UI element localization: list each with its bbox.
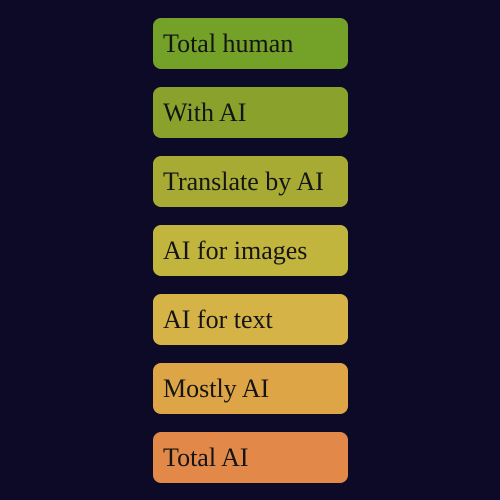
option-label: Total AI: [163, 442, 249, 472]
option-translate-by-ai[interactable]: Translate by AI: [153, 156, 348, 207]
option-with-ai[interactable]: With AI: [153, 87, 348, 138]
option-total-ai[interactable]: Total AI: [153, 432, 348, 483]
option-total-human[interactable]: Total human: [153, 18, 348, 69]
option-label: AI for text: [163, 304, 273, 334]
option-label: With AI: [163, 97, 247, 127]
ai-usage-option-list: Total human With AI Translate by AI AI f…: [153, 18, 348, 483]
option-ai-for-images[interactable]: AI for images: [153, 225, 348, 276]
option-label: Translate by AI: [163, 166, 324, 196]
option-label: Total human: [163, 28, 294, 58]
option-ai-for-text[interactable]: AI for text: [153, 294, 348, 345]
option-mostly-ai[interactable]: Mostly AI: [153, 363, 348, 414]
option-label: AI for images: [163, 235, 308, 265]
option-label: Mostly AI: [163, 373, 270, 403]
